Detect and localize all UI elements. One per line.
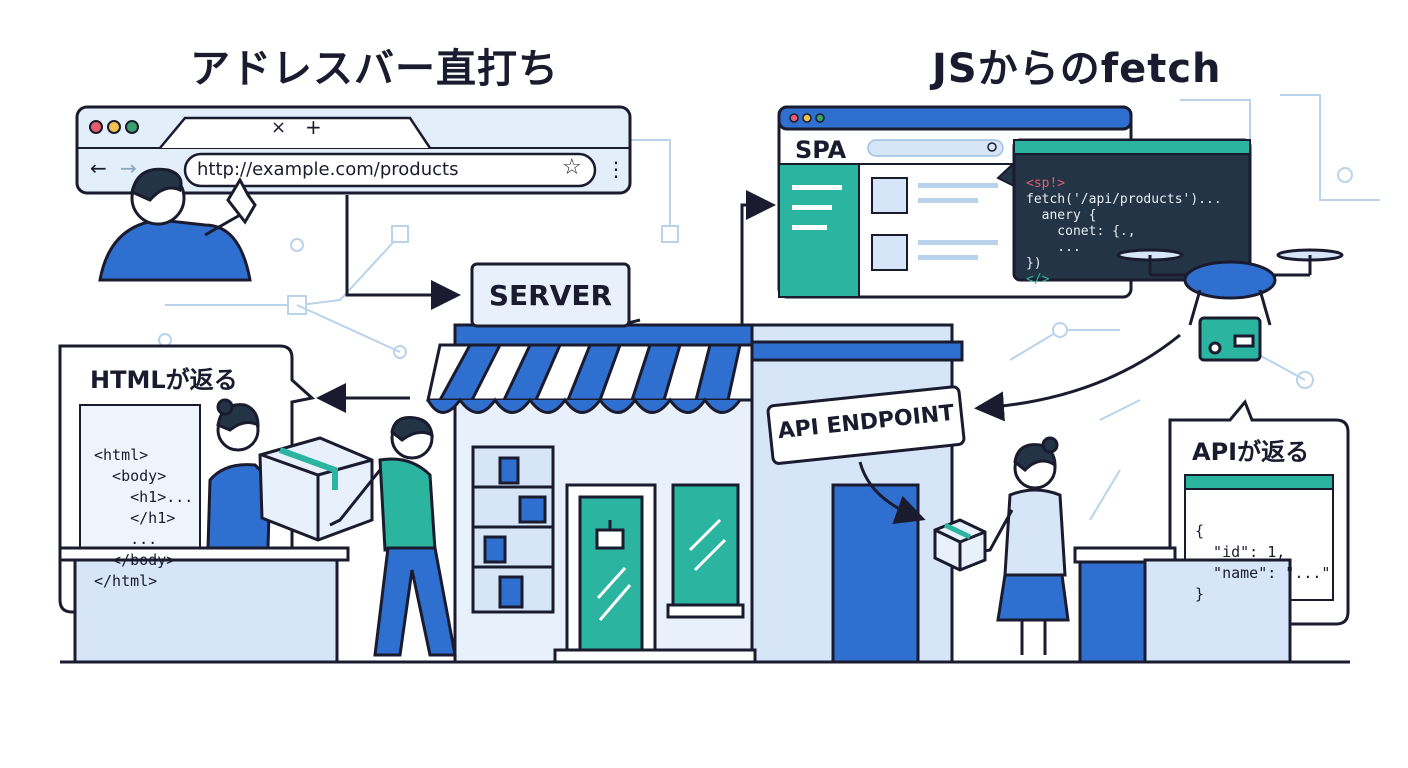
api-sign-graphic [766, 385, 966, 465]
api-clerk-graphic [977, 436, 1070, 655]
arrow-api-to-package [858, 461, 926, 524]
small-package-graphic [933, 518, 987, 572]
code-panel-graphic [996, 138, 1252, 282]
title-address-bar: アドレスバー直打ち [190, 46, 559, 92]
html-code-block: <html> <body> <h1>... </h1> ... </body> <… [94, 424, 193, 613]
code-line: conet: {., [1026, 224, 1136, 239]
address-bar-url[interactable]: http://example.com/products [197, 159, 459, 180]
code-line: fetch('/api/products')... [1026, 192, 1222, 207]
arrow-browser-to-server [345, 195, 461, 310]
browser-window-graphic [75, 105, 632, 195]
shop-counter-graphic [58, 546, 350, 664]
code-line: }) [1026, 256, 1042, 271]
tab-close-icon[interactable]: × [271, 117, 287, 138]
spa-code-block: <sp!>fetch('/api/products')... anery { c… [1026, 160, 1222, 304]
code-line: </body> [94, 551, 176, 569]
code-line: "id": 1, [1195, 543, 1286, 561]
code-line: ... [1026, 240, 1081, 255]
server-sign-label: SERVER [488, 279, 613, 312]
code-line: <sp!> [1026, 176, 1066, 191]
customer-graphic [329, 416, 457, 657]
code-line: } [1195, 585, 1205, 603]
new-tab-icon[interactable]: + [305, 115, 322, 139]
html-bubble-label: HTMLが返る [90, 366, 238, 394]
server-sign-graphic [470, 262, 641, 328]
browser-menu-icon[interactable]: ⋮ [606, 157, 626, 181]
code-line: anery { [1026, 208, 1097, 223]
code-line: </> [1026, 272, 1050, 287]
arrow-drone-to-api [974, 333, 1181, 422]
code-line: </html> [94, 572, 158, 590]
spa-label: SPA [795, 136, 847, 164]
json-code-block: { "id": 1, "name": "..."} [1195, 500, 1330, 626]
back-arrow-icon[interactable]: ← [90, 156, 107, 180]
code-line: ... [94, 530, 158, 548]
forward-arrow-icon[interactable]: → [120, 156, 137, 180]
right-counter-graphic [1073, 546, 1292, 664]
drone-graphic [1116, 248, 1344, 362]
bookmark-star-icon[interactable]: ☆ [562, 155, 582, 180]
code-line: <body> [94, 467, 167, 485]
storefront-graphic [426, 323, 964, 664]
arrow-server-to-spa [740, 190, 776, 330]
api-bubble-label: APIが返る [1192, 438, 1310, 466]
code-line: { [1195, 522, 1205, 540]
code-line: </h1> [94, 509, 176, 527]
person-pointing-graphic [98, 167, 257, 282]
title-js-fetch: JSからのfetch [932, 46, 1222, 92]
code-line: <h1>... [94, 488, 194, 506]
code-line: <html> [94, 446, 149, 464]
code-line: "name": "..." [1195, 564, 1331, 582]
box-graphic [258, 436, 374, 542]
clerk-graphic [206, 398, 272, 550]
